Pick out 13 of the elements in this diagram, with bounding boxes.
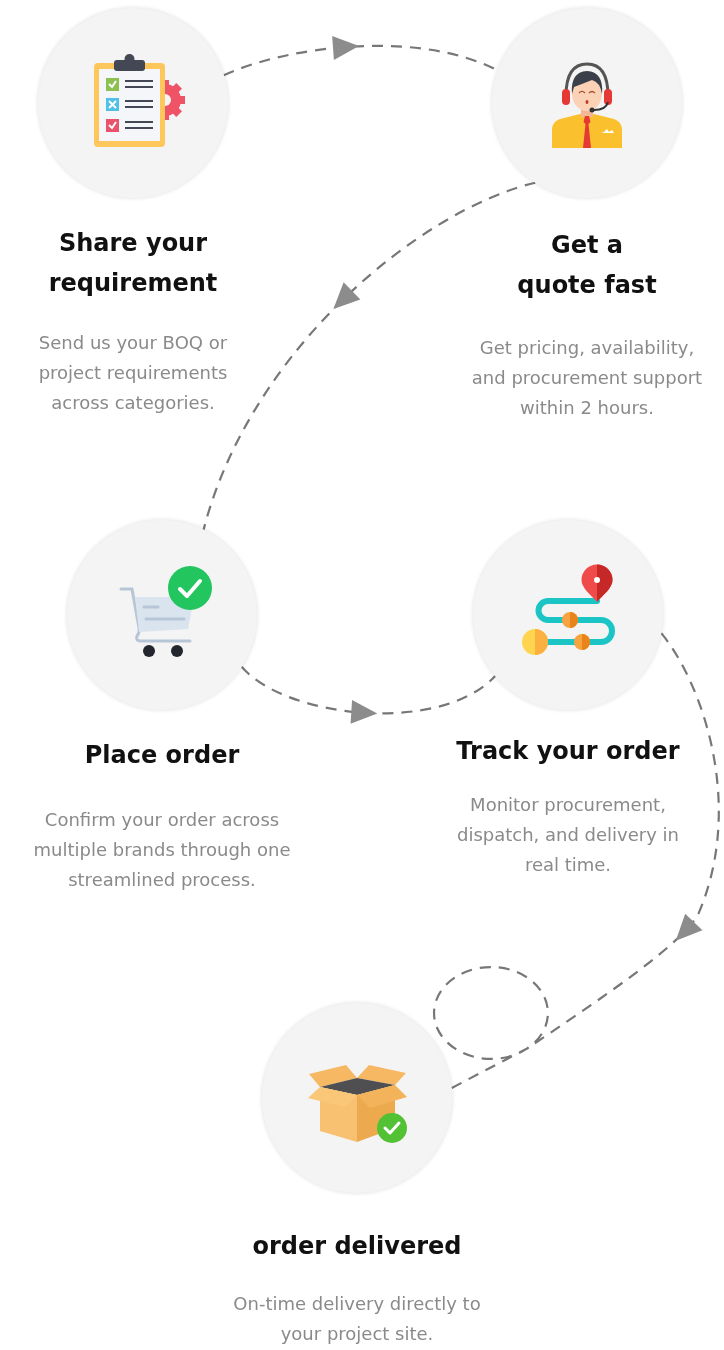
dashed-arrow (433, 632, 720, 1090)
step-description: Get pricing, availability, and procurement support within 2 hours. (470, 336, 704, 420)
step-description: Send us your BOQ or project requirements across categories. (37, 331, 229, 415)
step-title: Place order (83, 740, 241, 771)
step-title: order delivered (251, 1231, 463, 1262)
step-title: Get a quote fast (516, 230, 658, 301)
step-title: Track your order (455, 736, 681, 767)
dashed-arrow (202, 181, 536, 530)
step-title: Share your requirement (47, 228, 219, 299)
step-description: Confirm your order across multiple brands through one streamlined process. (32, 808, 292, 892)
step-description: Monitor procurement, dispatch, and delivery in real time. (455, 793, 681, 877)
step-description: On-time delivery directly to your project site. (232, 1292, 482, 1346)
dashed-arrow (240, 665, 496, 724)
